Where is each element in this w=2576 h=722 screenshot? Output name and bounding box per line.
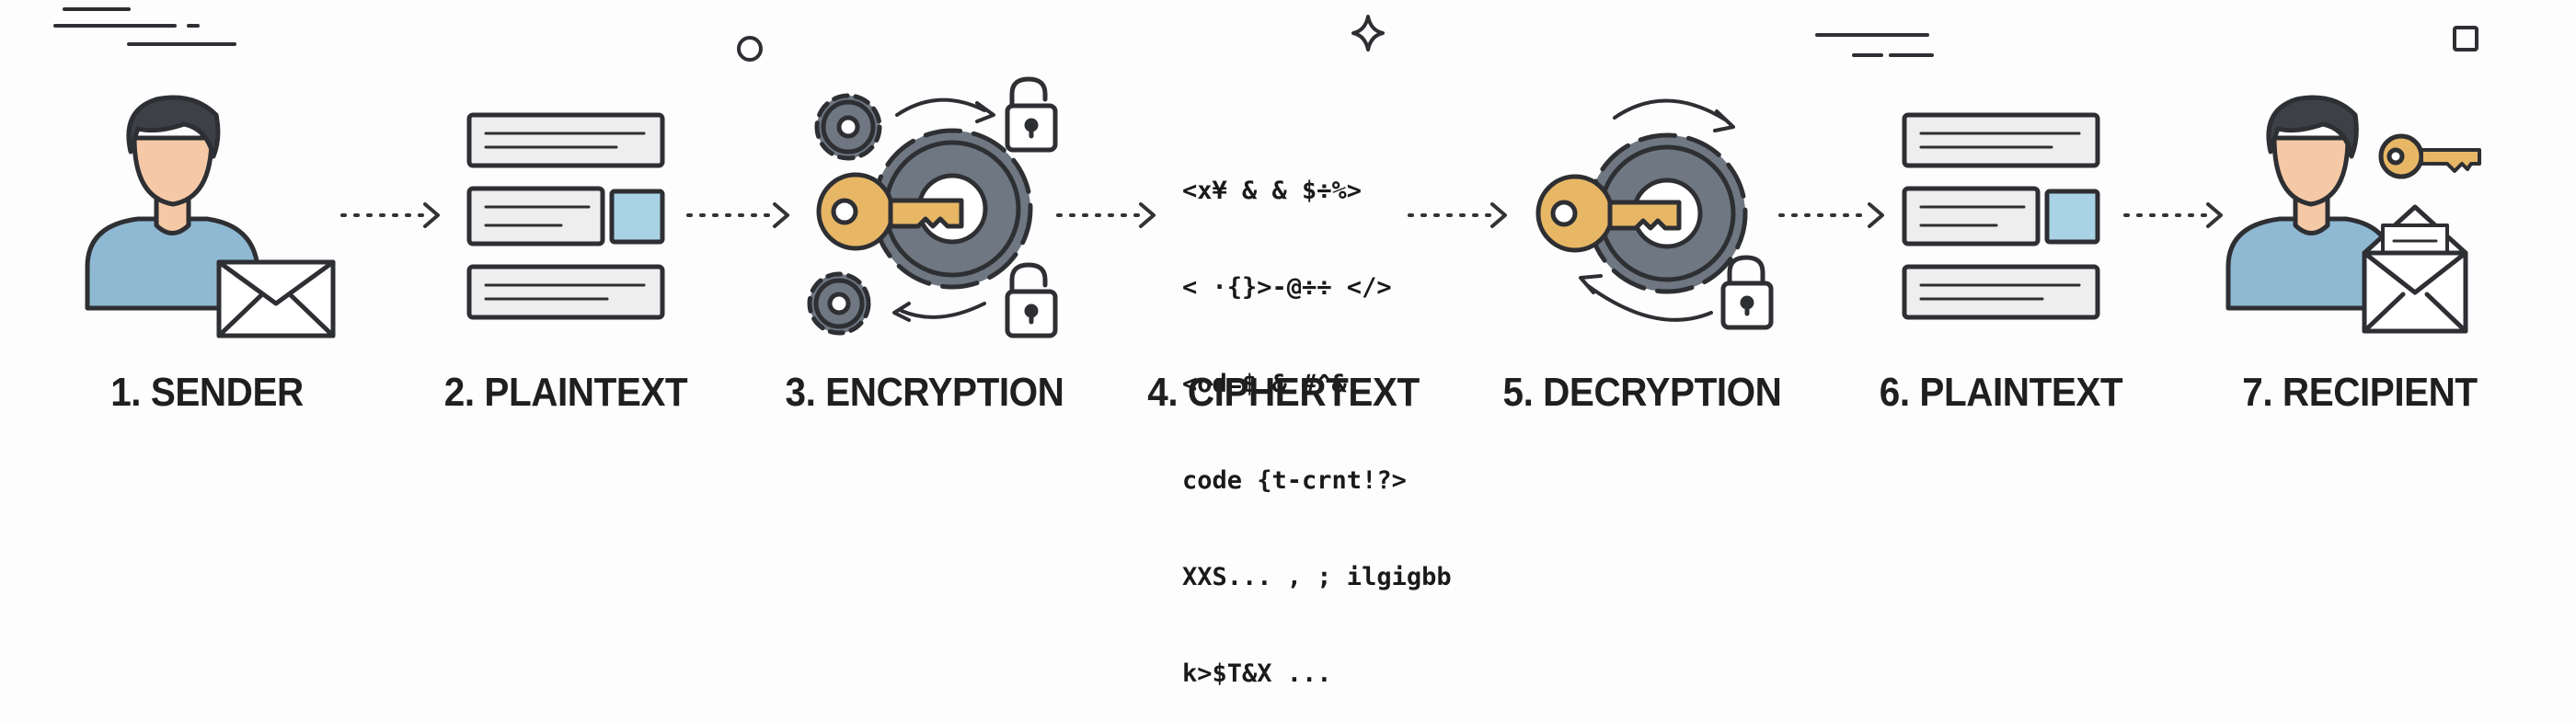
recipient-key-icon bbox=[2378, 133, 2481, 179]
ciphertext-line: < ·{}>-@÷÷ </> bbox=[1182, 273, 1392, 302]
step-label-encryption: 3. ENCRYPTION bbox=[785, 370, 1064, 415]
plaintext-document-icon-2 bbox=[1902, 112, 2100, 320]
decoration-sparkle bbox=[1351, 15, 1385, 52]
decryption-key-icon bbox=[1535, 174, 1682, 253]
decoration-lines-top-right bbox=[1815, 33, 1934, 57]
decryption-lock-icon bbox=[1720, 255, 1774, 330]
ciphertext-line: k>$T&X ... bbox=[1182, 659, 1332, 688]
lock-open-icon bbox=[1005, 76, 1058, 153]
step-label-recipient: 7. RECIPIENT bbox=[2242, 370, 2478, 415]
ciphertext-line: code {t-crnt!?> bbox=[1182, 466, 1407, 495]
decryption-icon bbox=[1535, 98, 1774, 330]
diagram-canvas bbox=[53, 7, 2481, 338]
decoration-circle bbox=[737, 36, 763, 62]
small-gear-top-icon bbox=[814, 93, 882, 161]
arrow-6-7 bbox=[2123, 202, 2223, 228]
ciphertext-line: XXS... , ; ilgigbb bbox=[1182, 563, 1452, 591]
ciphertext-line: <x¥ & & $÷%> bbox=[1182, 177, 1363, 205]
arrow-4-5 bbox=[1408, 202, 1507, 228]
arrow-1-2 bbox=[340, 202, 440, 228]
plaintext-document-icon-1 bbox=[466, 112, 665, 320]
decoration-lines-top-left bbox=[53, 7, 236, 46]
step-label-decryption: 5. DECRYPTION bbox=[1502, 370, 1782, 415]
arrow-2-3 bbox=[686, 202, 789, 228]
ciphertext-line: <od=$ & #^& bbox=[1182, 370, 1347, 398]
recipient-icon bbox=[2225, 95, 2481, 334]
ciphertext-block: <x¥ & & $÷%> < ·{}>-@÷÷ </> <od=$ & #^& … bbox=[1182, 110, 1458, 722]
step-label-sender: 1. SENDER bbox=[110, 370, 304, 415]
step-label-ciphertext: 4. CIPHERTEXT bbox=[1147, 370, 1420, 415]
key-icon bbox=[816, 172, 964, 251]
envelope-icon bbox=[216, 259, 336, 338]
arrow-5-6 bbox=[1778, 202, 1884, 228]
arrow-3-4 bbox=[1056, 202, 1156, 228]
lock-open-bottom-icon bbox=[1005, 262, 1058, 338]
step-label-plaintext: 2. PLAINTEXT bbox=[443, 370, 688, 415]
connector-arrows bbox=[340, 202, 2223, 228]
encryption-flow-diagram: <x¥ & & $÷%> < ·{}>-@÷÷ </> <od=$ & #^& … bbox=[53, 7, 2481, 688]
decoration-square bbox=[2453, 26, 2478, 52]
step-label-plaintext-2: 6. PLAINTEXT bbox=[1879, 370, 2123, 415]
small-gear-bottom-icon bbox=[807, 271, 871, 336]
open-envelope-icon bbox=[2362, 204, 2468, 334]
sender-icon bbox=[85, 95, 336, 338]
encryption-icon bbox=[807, 76, 1058, 338]
